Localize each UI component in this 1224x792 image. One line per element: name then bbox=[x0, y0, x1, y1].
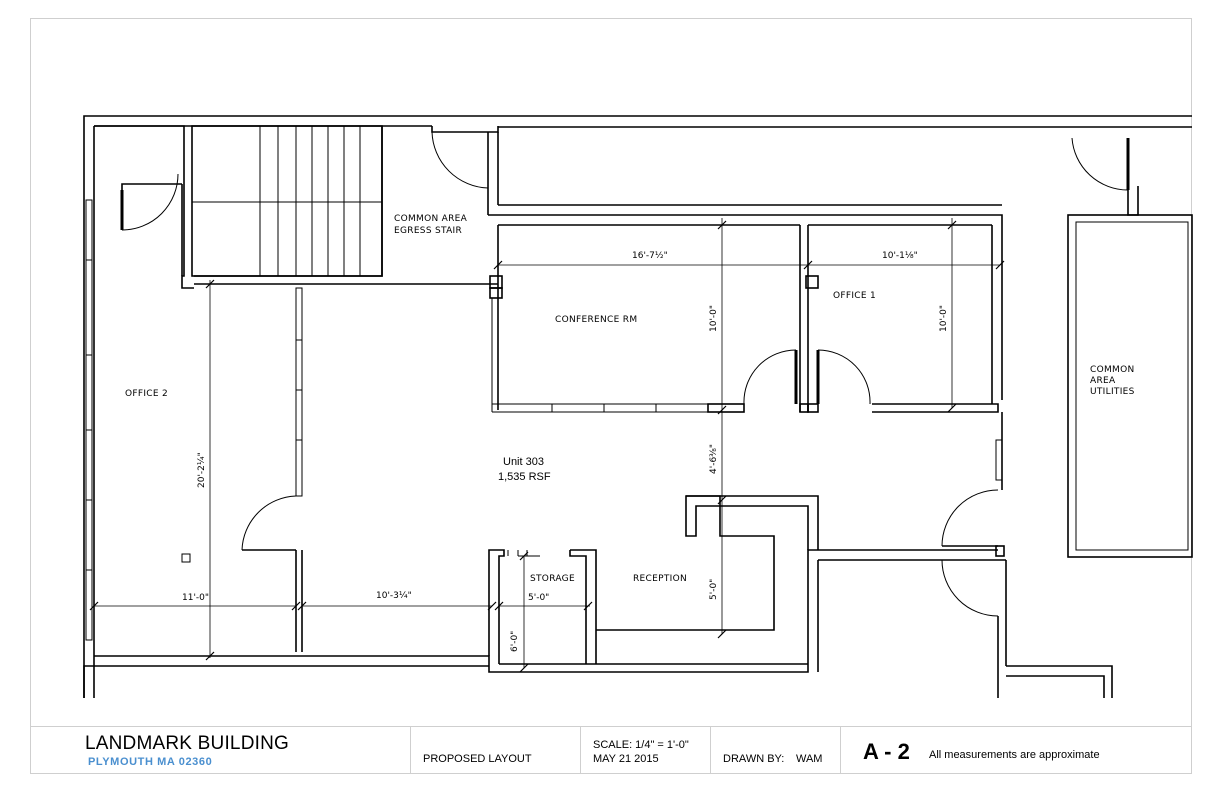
dim-office1-depth: 10'-0" bbox=[939, 305, 949, 332]
dim-conf-width: 16'-7½" bbox=[632, 251, 668, 261]
unit-area: 1,535 RSF bbox=[498, 471, 551, 483]
dim-reception-depth: 5'-0" bbox=[709, 579, 719, 600]
title-divider bbox=[410, 727, 411, 774]
room-label-utilities-2: AREA bbox=[1090, 376, 1116, 386]
room-label-utilities-3: UTILITIES bbox=[1090, 387, 1135, 397]
exterior-walls bbox=[83, 115, 1192, 698]
building-city: PLYMOUTH MA 02360 bbox=[88, 756, 213, 768]
layout-title: PROPOSED LAYOUT bbox=[423, 753, 532, 765]
room-label-conference: CONFERENCE RM bbox=[555, 315, 637, 325]
room-label-common-stair-2: EGRESS STAIR bbox=[394, 226, 462, 236]
conference-room bbox=[491, 224, 999, 413]
unit-name: Unit 303 bbox=[503, 456, 544, 468]
dim-hall-depth: 4'-6⅜" bbox=[709, 444, 719, 474]
center-partition bbox=[241, 287, 303, 652]
room-label-utilities-1: COMMON bbox=[1090, 365, 1135, 375]
dim-office2-depth: 20'-2¼" bbox=[197, 452, 207, 488]
drawn-by-label: DRAWN BY: bbox=[723, 753, 785, 765]
egress-stair bbox=[191, 125, 498, 285]
dim-center-width: 10'-3¼" bbox=[376, 591, 412, 601]
room-label-storage: STORAGE bbox=[530, 574, 575, 584]
dimension-lines bbox=[89, 218, 1005, 673]
sheet-number: A - 2 bbox=[863, 739, 910, 764]
left-windows bbox=[85, 199, 93, 641]
room-label-office-1: OFFICE 1 bbox=[833, 291, 876, 301]
dim-office1-width: 10'-1⅛" bbox=[882, 251, 918, 261]
office2-closet bbox=[94, 125, 194, 289]
floor-outlet bbox=[181, 553, 191, 563]
drawn-by-value: WAM bbox=[796, 753, 823, 765]
dim-storage-width: 5'-0" bbox=[528, 593, 549, 603]
storage-room bbox=[488, 495, 819, 664]
room-label-common-stair-1: COMMON AREA bbox=[394, 214, 468, 224]
drawing-scale: SCALE: 1/4" = 1'-0" bbox=[593, 739, 689, 751]
stair-door bbox=[431, 126, 1003, 400]
title-block: LANDMARK BUILDING PLYMOUTH MA 02360 PROP… bbox=[30, 726, 1192, 774]
floor-plan: OFFICE 2 COMMON AREA EGRESS STAIR CONFER… bbox=[83, 115, 1193, 698]
measurement-note: All measurements are approximate bbox=[929, 749, 1100, 761]
room-label-office-2: OFFICE 2 bbox=[125, 389, 168, 399]
dim-storage-depth: 6'-0" bbox=[510, 631, 520, 652]
building-name: LANDMARK BUILDING bbox=[85, 733, 289, 754]
common-utilities bbox=[1067, 137, 1193, 558]
right-corridor bbox=[818, 412, 1113, 698]
room-label-reception: RECEPTION bbox=[633, 574, 687, 584]
title-divider bbox=[840, 727, 841, 774]
dim-conf-depth: 10'-0" bbox=[709, 305, 719, 332]
drawing-date: MAY 21 2015 bbox=[593, 753, 659, 765]
title-divider bbox=[580, 727, 581, 774]
dim-office2-width: 11'-0" bbox=[182, 593, 209, 603]
title-divider bbox=[710, 727, 711, 774]
